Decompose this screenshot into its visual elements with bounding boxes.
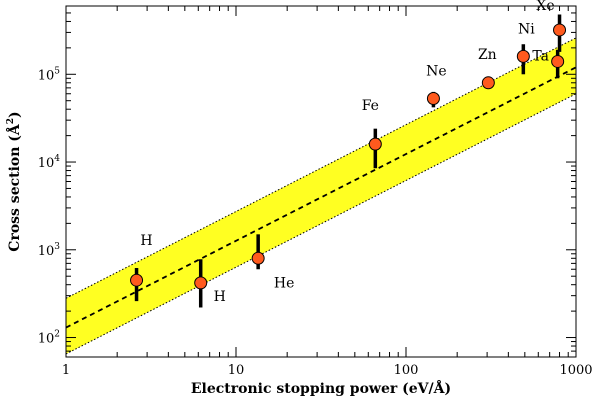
data-point-2	[251, 251, 265, 265]
data-point-6	[516, 49, 530, 63]
y-tick-label: 104	[38, 154, 61, 171]
point-label-he: He	[274, 275, 295, 291]
data-point-0	[130, 273, 144, 287]
point-label-xe: Xe	[536, 0, 554, 14]
y-tick-label: 103	[38, 242, 61, 259]
y-axis-title: Cross section (Å2)	[5, 111, 23, 251]
band-lower-edge	[65, 93, 577, 355]
data-point-1	[194, 276, 208, 290]
x-tick-label: 100	[394, 363, 419, 378]
data-point-3	[368, 137, 382, 151]
fit-line	[65, 66, 577, 329]
point-label-ta: Ta	[532, 48, 549, 64]
confidence-band	[66, 37, 576, 354]
y-tick-label: 102	[38, 330, 60, 347]
point-label-h: H	[214, 289, 226, 305]
x-tick-label: 1000	[559, 363, 592, 378]
point-label-zn: Zn	[478, 47, 497, 63]
x-tick-label: 10	[228, 363, 245, 378]
point-label-ne: Ne	[426, 63, 447, 79]
data-point-4	[426, 91, 440, 105]
data-point-7	[551, 54, 565, 68]
point-label-ni: Ni	[518, 21, 535, 37]
point-label-h: H	[140, 233, 152, 249]
x-axis-title: Electronic stopping power (eV/Å)	[191, 379, 451, 397]
data-point-5	[481, 76, 495, 90]
data-point-8	[553, 23, 567, 37]
y-tick-label: 105	[38, 66, 61, 83]
point-label-fe: Fe	[362, 98, 379, 114]
x-tick-label: 1	[62, 363, 70, 378]
